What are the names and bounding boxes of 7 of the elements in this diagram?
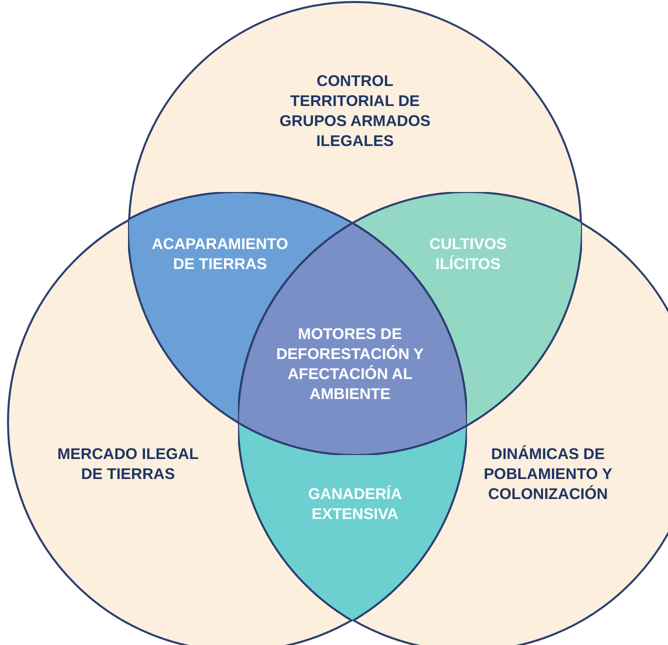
region-label: ACAPARAMIENTO DE TIERRAS	[150, 235, 290, 275]
region-label: MOTORES DE DEFORESTACIÓN Y AFECTACIÓN AL AMBIENTE	[275, 325, 425, 405]
circle-label: DINÁMICAS DE POBLAMIENTO Y COLONIZACIÓN	[482, 445, 614, 505]
region-label: GANADERÍA EXTENSIVA	[307, 485, 403, 525]
circle-label: MERCADO ILEGAL DE TIERRAS	[56, 445, 200, 485]
circle-label: CONTROL TERRITORIAL DE GRUPOS ARMADOS ILEGALES	[278, 72, 432, 152]
region-label: CULTIVOS ILÍCITOS	[428, 235, 508, 275]
